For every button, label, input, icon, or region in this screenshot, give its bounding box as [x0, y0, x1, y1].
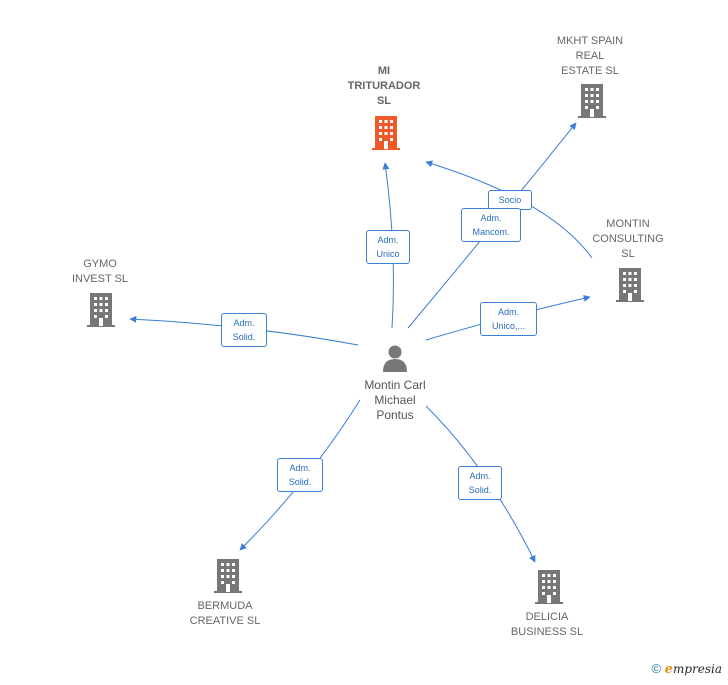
edge-label-adm-solid-gymo[interactable]: Adm. Solid. [221, 313, 267, 347]
person-icon[interactable] [381, 344, 409, 372]
node-label-gymo-invest[interactable]: GYMO INVEST SL [71, 258, 129, 285]
edge-label-adm-unico[interactable]: Adm. Unico [366, 230, 410, 264]
edge-label-adm-unico-etc[interactable]: Adm. Unico,... [480, 302, 537, 336]
node-label-bermuda-creative[interactable]: BERMUDA CREATIVE SL [189, 600, 261, 627]
building-icon[interactable] [213, 558, 243, 594]
building-icon[interactable] [534, 569, 564, 605]
node-label-mkht-spain[interactable]: MKHT SPAIN REAL ESTATE SL [556, 35, 624, 77]
edge-label-adm-mancom[interactable]: Adm. Mancom. [461, 208, 521, 242]
edge-label-adm-solid-bermuda[interactable]: Adm. Solid. [277, 458, 323, 492]
building-icon[interactable] [577, 83, 607, 119]
edge-label-adm-solid-delicia[interactable]: Adm. Solid. [458, 466, 502, 500]
brand-name: mpresia [672, 662, 722, 676]
node-label-mi-triturador[interactable]: MI TRITURADOR SL [347, 65, 421, 107]
brand-logo-e: e [664, 662, 673, 677]
building-icon[interactable] [86, 292, 116, 328]
person-label[interactable]: Montin Carl Michael Pontus [364, 378, 426, 422]
footer-brand: © empresia [651, 661, 722, 677]
node-label-montin-consulting[interactable]: MONTIN CONSULTING SL [592, 218, 664, 260]
building-icon[interactable] [371, 115, 401, 151]
node-label-delicia-business[interactable]: DELICIA BUSINESS SL [510, 611, 584, 638]
building-icon[interactable] [615, 267, 645, 303]
edge-label-socio[interactable]: Socio [488, 190, 532, 210]
copyright-icon: © [651, 661, 662, 676]
